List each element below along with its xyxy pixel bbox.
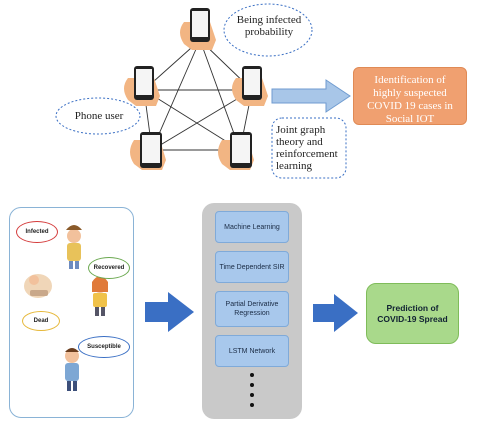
identification-result-box: Identification of highly suspected COVID… [353, 67, 467, 125]
recovered-person-figure [92, 276, 108, 316]
infected-bubble [223, 3, 313, 57]
arrow-to-result [271, 79, 351, 113]
methods-panel: Machine Learning Time Dependent SIR Part… [202, 203, 302, 419]
method-lstm-network: LSTM Network [215, 335, 289, 367]
joint-bubble [271, 117, 347, 179]
recovered-callout: Recovered [88, 257, 130, 279]
infected-probability-label: Being infected probability [236, 14, 302, 38]
phone-user-top [180, 8, 216, 50]
population-panel: Infected Recovered Dead Susceptible [9, 207, 134, 418]
arrow-to-methods [145, 292, 194, 332]
method-machine-learning: Machine Learning [215, 211, 289, 243]
phone-user-right [232, 66, 268, 106]
method-time-dependent-sir: Time Dependent SIR [215, 251, 289, 283]
ellipsis-dot [250, 403, 254, 407]
prediction-box: Prediction of COVID-19 Spread [366, 283, 459, 344]
phone-user-bottom-right [218, 132, 254, 170]
method-partial-derivative-regression: Partial Derivative Regression [215, 291, 289, 327]
susceptible-callout: Susceptible [78, 336, 130, 358]
phone-user-bubble [55, 97, 141, 135]
dead-figure [24, 274, 52, 298]
arrow-to-prediction [313, 294, 358, 332]
phone-user-label: Phone user [74, 110, 124, 122]
phone-user-bottom-left [130, 132, 166, 170]
infected-person-figure [66, 225, 82, 269]
phone-network [55, 3, 351, 179]
ellipsis-dot [250, 393, 254, 397]
joint-graph-label: Joint graph theory and reinforcement lea… [276, 124, 338, 172]
susceptible-person-figure [65, 348, 79, 391]
phone-user-left [124, 66, 160, 106]
population-figures [24, 225, 108, 391]
dead-callout: Dead [22, 311, 60, 331]
infected-callout: Infected [16, 221, 58, 243]
ellipsis-dot [250, 383, 254, 387]
ellipsis-dot [250, 373, 254, 377]
